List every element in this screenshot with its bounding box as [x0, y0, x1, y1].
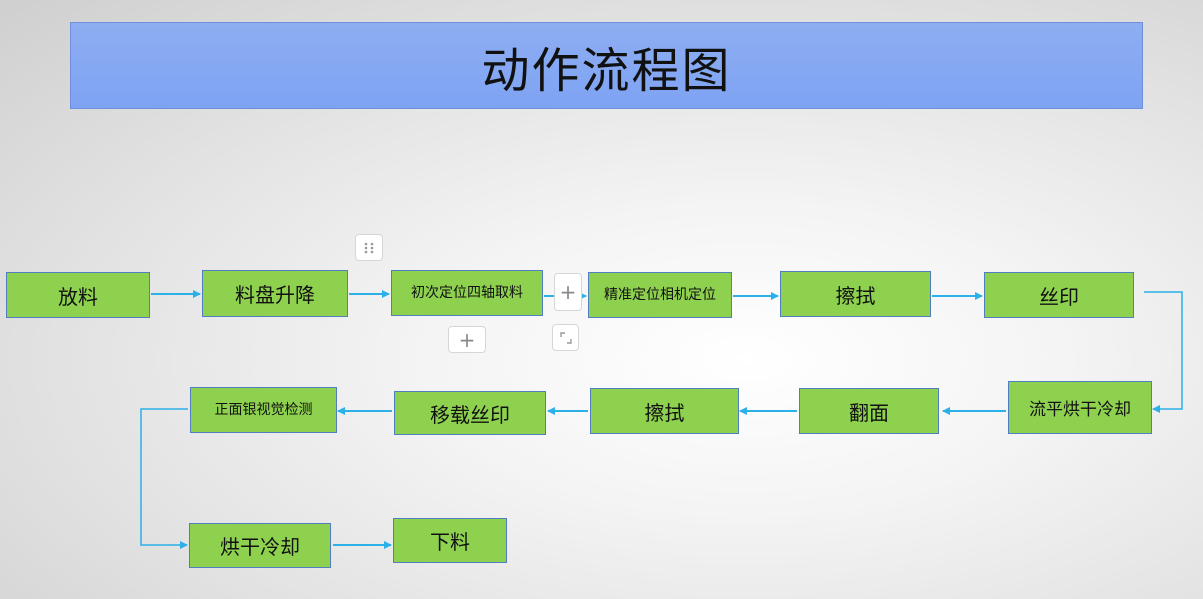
node-dry-cool[interactable]: 烘干冷却 — [189, 523, 331, 568]
title-banner: 动作流程图 — [70, 22, 1143, 109]
node-label: 烘干冷却 — [220, 535, 300, 559]
resize-icon — [559, 331, 572, 344]
node-initial-positioning[interactable]: 初次定位四轴取料 — [391, 270, 543, 316]
resize-button[interactable] — [552, 324, 579, 351]
node-label: 精准定位相机定位 — [604, 287, 716, 303]
plus-icon: + — [458, 327, 476, 352]
add-node-right-button[interactable]: + — [554, 273, 582, 311]
node-label: 擦拭 — [644, 400, 685, 425]
node-screen-print[interactable]: 丝印 — [984, 272, 1134, 318]
diagram-title: 动作流程图 — [481, 42, 732, 99]
node-unload[interactable]: 下料 — [393, 518, 507, 563]
edge-6-7 — [1144, 291, 1183, 413]
node-feed[interactable]: 放料 — [6, 272, 150, 318]
node-label: 移载丝印 — [430, 402, 510, 427]
node-level-dry-cool[interactable]: 流平烘干冷却 — [1008, 381, 1152, 434]
node-transfer-print[interactable]: 移载丝印 — [394, 391, 546, 435]
node-label: 料盘升降 — [235, 283, 315, 307]
node-flip[interactable]: 翻面 — [799, 388, 939, 434]
node-label: 丝印 — [1039, 284, 1079, 309]
node-wipe-2[interactable]: 擦拭 — [590, 388, 739, 434]
node-label: 下料 — [430, 530, 470, 554]
node-label: 初次定位四轴取料 — [411, 285, 523, 301]
node-label: 擦拭 — [835, 283, 876, 308]
node-label: 正面银视觉检测 — [214, 402, 313, 418]
add-node-below-button[interactable]: + — [448, 326, 486, 353]
node-wipe-1[interactable]: 擦拭 — [780, 271, 931, 317]
node-precise-camera-positioning[interactable]: 精准定位相机定位 — [588, 272, 732, 318]
edge-11-12 — [140, 408, 188, 549]
plus-icon: + — [559, 280, 577, 304]
node-tray-lift[interactable]: 料盘升降 — [202, 270, 348, 317]
node-front-silver-inspection[interactable]: 正面银视觉检测 — [190, 387, 337, 433]
drag-handle-icon — [364, 242, 374, 253]
node-label: 流平烘干冷却 — [1029, 400, 1131, 420]
node-label: 翻面 — [849, 400, 889, 425]
node-label: 放料 — [58, 284, 98, 309]
drag-handle-button[interactable] — [355, 234, 383, 261]
